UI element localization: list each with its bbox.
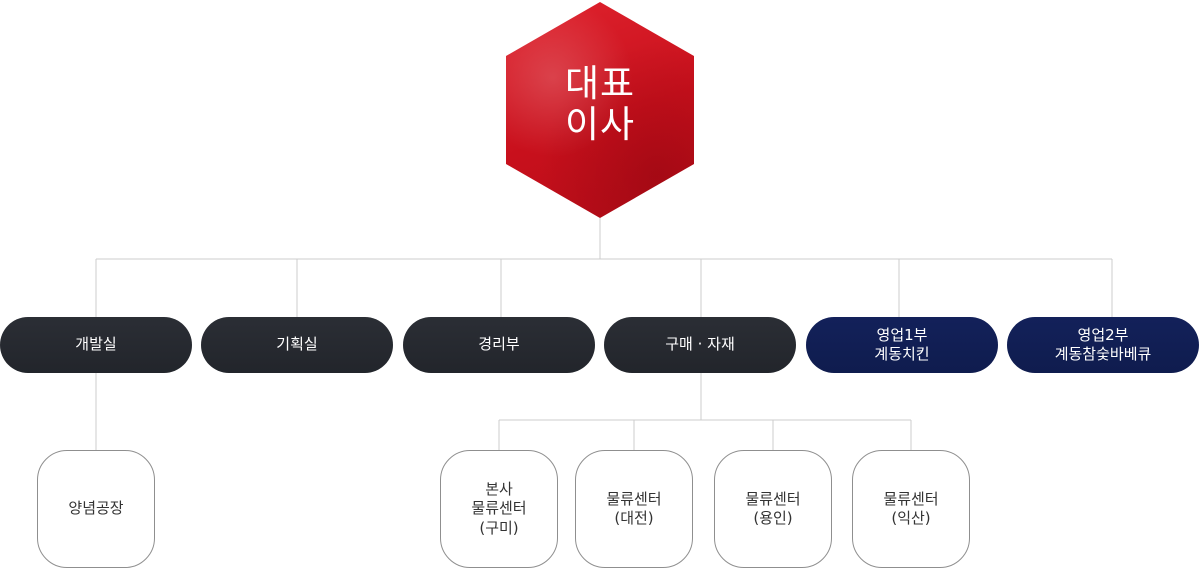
unit-label: (구미) [479,518,519,537]
dept-sublabel: 계동참숯바베큐 [1054,345,1152,363]
dept-accounting: 경리부 [403,317,595,373]
unit-label: 물류센터 [471,499,527,518]
dept-sales-1: 영업1부 계동치킨 [806,317,998,373]
unit-logistics-daejeon: 물류센터 (대전) [575,450,693,568]
unit-sauce-factory: 양념공장 [37,450,155,568]
unit-label: 양념공장 [68,499,124,518]
dept-development: 개발실 [0,317,192,373]
dept-label: 영업2부 [1077,325,1129,344]
dept-label: 영업1부 [876,325,928,344]
unit-logistics-yongin: 물류센터 (용인) [714,450,832,568]
unit-logistics-iksan: 물류센터 (익산) [852,450,970,568]
dept-label: 개발실 [75,335,117,354]
ceo-label-line1: 대표 [564,62,636,106]
unit-label: (대전) [614,509,654,527]
unit-label: 물류센터 [883,489,939,508]
unit-label: 물류센터 [745,489,801,508]
dept-sublabel: 계동치킨 [874,345,930,363]
dept-label: 구매 · 자재 [665,335,735,354]
unit-label: (익산) [891,509,931,527]
unit-label: 본사 [485,479,513,498]
unit-logistics-gumi: 본사 물류센터 (구미) [440,450,558,568]
dept-purchasing: 구매 · 자재 [604,317,796,373]
unit-label: (용인) [753,509,793,527]
dept-label: 경리부 [478,335,520,354]
dept-sales-2: 영업2부 계동참숯바베큐 [1007,317,1199,373]
ceo-label-line2: 이사 [564,103,636,146]
ceo-label: 대표 이사 [565,64,635,145]
dept-planning: 기획실 [201,317,393,373]
dept-label: 기획실 [276,335,318,354]
unit-label: 물류센터 [606,489,662,508]
